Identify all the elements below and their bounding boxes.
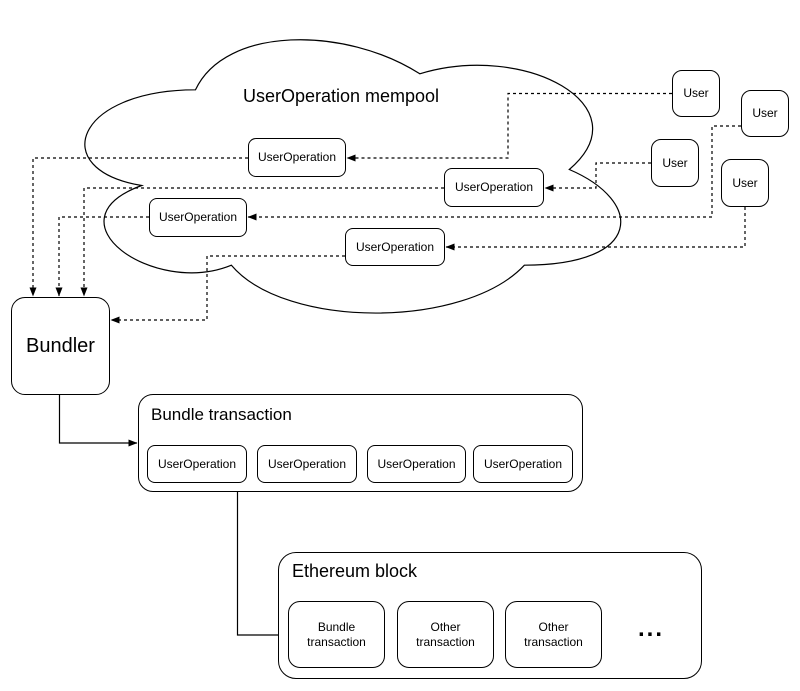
mempool-cloud-shape (84, 39, 622, 314)
edge-userop-left-to-bundler (55, 216, 149, 297)
user-node-2: User (741, 90, 789, 137)
mempool-userop-right: UserOperation (444, 168, 544, 207)
edge-user1-to-userop-top (346, 92, 672, 162)
ethereum-other-transaction-cell-1: Other transaction (397, 601, 494, 668)
bundle-userop-2: UserOperation (257, 445, 357, 483)
user-node-3: User (651, 139, 699, 187)
bundle-userop-1: UserOperation (147, 445, 247, 483)
mempool-userop-top: UserOperation (248, 138, 346, 177)
bundle-userop-4: UserOperation (473, 445, 573, 483)
ethereum-more-transactions-ellipsis: ... (637, 615, 664, 642)
bundler-node: Bundler (11, 297, 110, 395)
edge-bundler-to-bundle-transaction (58, 395, 138, 447)
edge-bundle-transaction-to-ethereum-block (236, 492, 288, 639)
user-node-1: User (672, 70, 720, 117)
ethereum-other-transaction-cell-2: Other transaction (505, 601, 602, 668)
ethereum-bundle-transaction-cell: Bundle transaction (288, 601, 385, 668)
edge-user4-to-userop-bottom (445, 207, 746, 251)
user-node-4: User (721, 159, 769, 207)
edge-userop-bottom-to-bundler (110, 255, 345, 324)
bundle-userop-3: UserOperation (367, 445, 466, 483)
edge-user3-to-userop-right (544, 162, 651, 192)
edge-userop-top-to-bundler (29, 157, 248, 297)
edge-user2-to-userop-left (247, 125, 741, 221)
mempool-userop-bottom: UserOperation (345, 228, 445, 266)
edge-userop-right-to-bundler (80, 187, 444, 297)
mempool-userop-left: UserOperation (149, 198, 247, 237)
bundle-transaction-title: Bundle transaction (151, 405, 292, 424)
mempool-title: UserOperation mempool (242, 86, 440, 106)
ethereum-block-title: Ethereum block (292, 561, 418, 581)
